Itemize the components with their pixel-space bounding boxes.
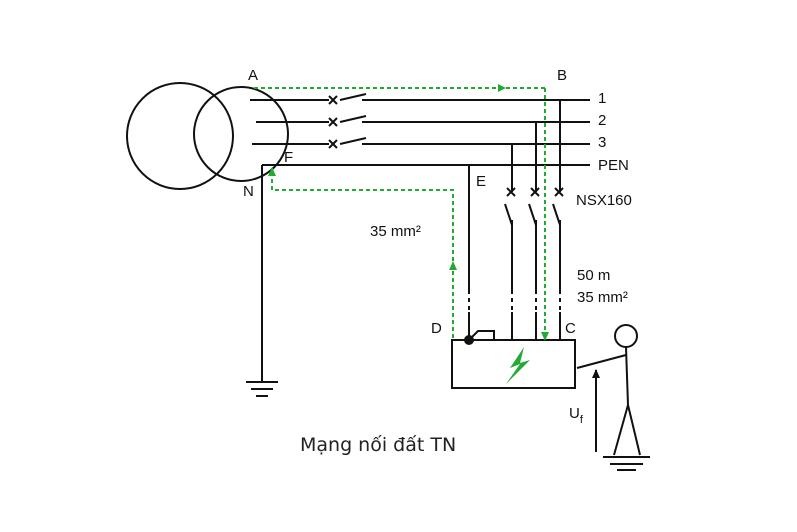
nsx-contact-x-3 [554,187,564,197]
transformer-primary-winding [126,82,234,190]
nsx-blade-1 [504,203,513,226]
cable-break-marks [468,290,561,312]
nsx-contact-x-1 [506,187,516,197]
label-uf-base: U [569,405,580,422]
label-d: D [431,320,442,337]
label-pen: PEN [598,157,629,174]
fault-lightning-icon [506,347,530,384]
fault-arrow-down [541,332,549,341]
nsx-blade-2 [528,203,537,226]
label-a: A [248,67,258,84]
phase-conductors [250,93,590,166]
label-cable-section: 35 mm² [577,289,628,306]
label-uf-sub: f [580,414,584,426]
fault-arrow-up [449,261,457,270]
fault-current-path [254,84,549,341]
person-earth-symbol [610,463,643,471]
phase-1-switch-blade [339,93,367,101]
label-b: B [557,67,567,84]
fault-arrow-f [268,167,276,176]
person-figure [576,324,650,471]
fault-arrow-right [498,84,506,92]
label-breaker: NSX160 [576,192,632,209]
phase-2-switch-blade [339,115,367,123]
label-n: N [243,183,254,200]
nsx-contact-x-2 [530,187,540,197]
transformer [126,82,289,190]
branch-conductors [468,100,561,290]
label-phase-1: 1 [598,90,606,107]
label-c: C [565,320,576,337]
nsx-blade-3 [552,203,561,226]
contact-x-3 [328,139,338,149]
load-box [451,339,576,389]
label-phase-2: 2 [598,112,606,129]
nsx-outgoing-wires [511,220,561,290]
label-pe-section: 35 mm² [370,223,421,240]
diagram-caption: Mạng nối đất TN [300,434,456,456]
contact-x-1 [328,95,338,105]
label-phase-3: 3 [598,134,606,151]
pe-terminal [468,330,495,341]
person-legs [613,404,641,456]
label-f: F [284,149,293,166]
phases-to-load [511,312,561,340]
terminal-d-dot [464,335,474,345]
transformer-secondary-winding [193,86,289,182]
person-arm [576,354,627,369]
neutral-earth [246,165,278,397]
fault-path-return [271,168,454,338]
phase-3-switch-blade [339,137,367,145]
uf-arrow-head [592,369,600,378]
earth-symbol [246,381,278,397]
person-body [625,346,629,406]
main-breaker-contacts [328,95,338,149]
nsx160-breaker [504,187,564,290]
label-uf: Uf [569,405,584,426]
load-enclosure [451,330,576,389]
label-cable-length: 50 m [577,267,610,284]
label-e: E [476,173,486,190]
person-head [614,324,638,348]
contact-x-2 [328,117,338,127]
